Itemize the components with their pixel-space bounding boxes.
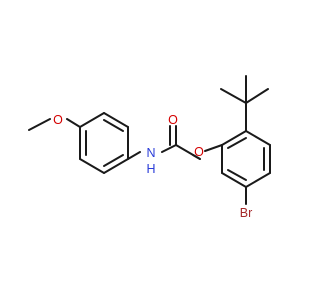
ring1-bond-5-inner [103, 119, 124, 132]
bond-ring1-n [127, 151, 141, 160]
amide-hydrogen-label: H [146, 162, 155, 176]
bond-ch2-o [192, 154, 201, 160]
bond-n-carbonyl [161, 144, 177, 153]
ring2-bond-2 [245, 130, 271, 146]
amide-nitrogen-label: N [146, 146, 155, 160]
molecule-structure: O N H O O Br [28, 75, 271, 220]
methoxy-oxygen-label: O [53, 113, 63, 127]
bond-tbu-methyl-2 [220, 88, 247, 104]
ring1-bond-5 [103, 112, 129, 128]
ring2-bond-1 [221, 130, 247, 146]
bromine-label: Br [240, 206, 253, 220]
ring2-bond-5 [221, 172, 247, 188]
ether-oxygen-label: O [194, 145, 204, 159]
ring2-bond-5-inner [227, 169, 247, 181]
ring1-bond-3-inner [103, 154, 124, 167]
bond-tbu-methyl-3 [245, 88, 269, 104]
carbonyl-oxygen-label: O [168, 113, 178, 127]
ring2-bond-1-inner [227, 137, 247, 149]
ring1-bond-3 [103, 158, 129, 174]
bond-o-ring1 [66, 118, 81, 128]
ring1-bond-6 [79, 112, 105, 128]
bond-o-ring2 [204, 144, 223, 152]
bond-methyl-o [28, 118, 51, 131]
ring2-bond-4 [245, 172, 271, 188]
ring1-bond-2 [79, 158, 105, 174]
